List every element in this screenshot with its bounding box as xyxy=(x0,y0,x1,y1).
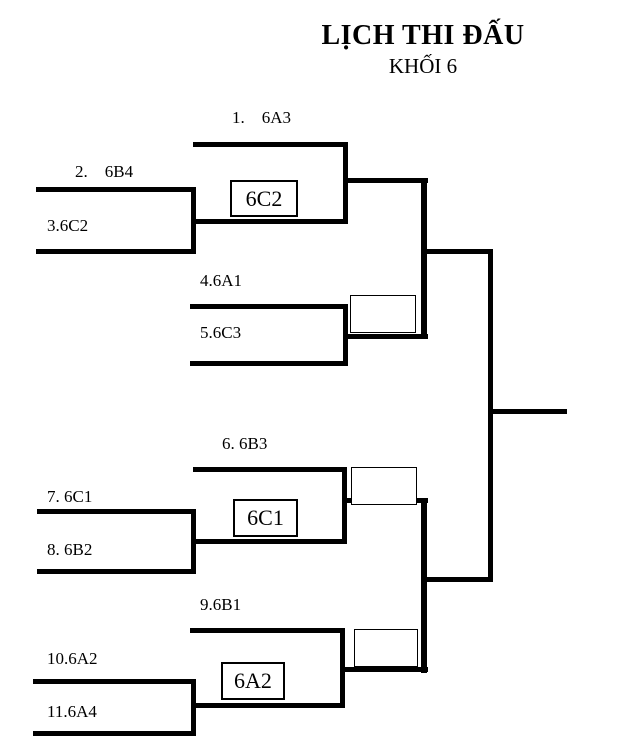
team-label-4-6a1: 4.6A1 xyxy=(200,271,243,290)
bracket-connector-match-6-vs-78 xyxy=(342,467,347,544)
page-subtitle: KHỐI 6 xyxy=(388,54,458,78)
page-title: LỊCH THI ĐẤU xyxy=(321,20,525,51)
bracket-line-seed-2 xyxy=(36,187,196,192)
winner-box-match-10-11: 6A2 xyxy=(221,662,285,700)
bracket-connector-semifinal-bottom xyxy=(421,498,427,673)
bracket-line-q2-winner xyxy=(343,334,428,339)
team-label-10-6a2: 10.6A2 xyxy=(47,649,98,668)
bracket-line-seed-6 xyxy=(193,467,347,472)
bracket-line-seed-1 xyxy=(193,142,348,147)
winner-box-match-6-vs-78 xyxy=(351,467,417,505)
winner-box-label: 6C2 xyxy=(245,185,283,211)
bracket-line-seed-4 xyxy=(190,304,348,309)
bracket-line-winner-2-3 xyxy=(193,219,348,224)
team-label-11-6a4: 11.6A4 xyxy=(47,702,97,721)
bracket-line-q4-winner xyxy=(342,667,428,672)
team-label-3-6c2: 3.6C2 xyxy=(47,216,89,235)
winner-box-match-2-3: 6C2 xyxy=(230,180,298,217)
bracket-line-semifinal-bottom-winner xyxy=(425,577,490,582)
bracket-line-semifinal-top-winner xyxy=(425,249,492,254)
bracket-line-seed-11 xyxy=(33,731,196,736)
bracket-line-seed-10 xyxy=(33,679,196,684)
team-label-5-6c3: 5.6C3 xyxy=(200,323,242,342)
bracket-line-winner-7-8 xyxy=(193,539,347,544)
team-label-9-6b1: 9.6B1 xyxy=(200,595,242,614)
bracket-line-champion xyxy=(490,409,567,414)
winner-box-match-7-8: 6C1 xyxy=(233,499,298,537)
bracket-line-q1-winner xyxy=(343,178,428,183)
team-label-6-6b3: 6. 6B3 xyxy=(222,434,268,453)
winner-box-match-4-5 xyxy=(350,295,416,333)
winner-box-label: 6C1 xyxy=(247,505,284,530)
bracket-connector-final xyxy=(488,249,493,582)
bracket-connector-semifinal-top xyxy=(421,178,427,339)
team-label-8-6b2: 8. 6B2 xyxy=(47,540,93,559)
bracket-line-seed-9 xyxy=(190,628,345,633)
bracket-line-winner-10-11 xyxy=(193,703,345,708)
bracket-line-seed-8 xyxy=(37,569,196,574)
winner-box-match-9-vs-1011 xyxy=(354,629,418,667)
bracket-line-seed-5 xyxy=(190,361,348,366)
team-label-2-6b4: 2. 6B4 xyxy=(75,162,134,181)
team-label-7-6c1: 7. 6C1 xyxy=(47,487,93,506)
bracket-connector-match-1-vs-23 xyxy=(343,142,348,224)
bracket-line-seed-3 xyxy=(36,249,196,254)
team-label-1-6a3: 1. 6A3 xyxy=(232,108,292,127)
bracket-line-seed-7 xyxy=(37,509,196,514)
winner-box-label: 6A2 xyxy=(234,668,272,693)
